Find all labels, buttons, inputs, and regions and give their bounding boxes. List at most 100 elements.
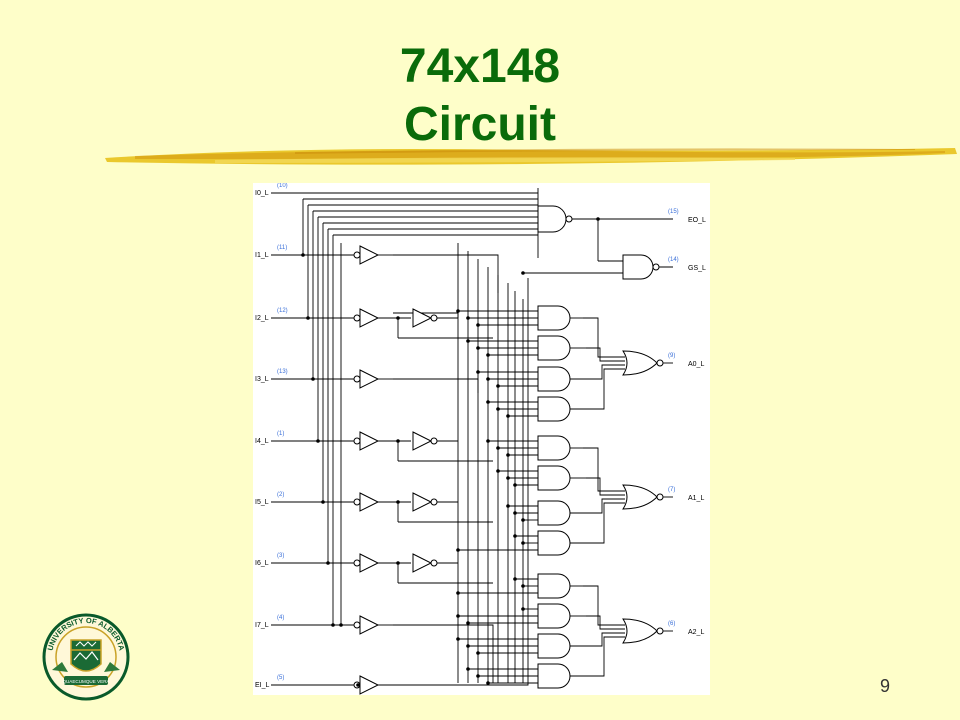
junction-dot bbox=[513, 534, 517, 538]
junction-dot bbox=[456, 591, 460, 595]
output-pin-number: (15) bbox=[668, 209, 679, 215]
and-gate bbox=[537, 573, 571, 599]
input-label-i2_l: I2_L bbox=[255, 315, 269, 322]
nor-gate bbox=[622, 350, 658, 376]
inverter-gate bbox=[359, 245, 380, 265]
input-label-i4_l: I4_L bbox=[255, 438, 269, 445]
university-crest-icon: UNIVERSITY OF ALBERTA QUAECUMQUE VERA bbox=[42, 613, 130, 701]
junction-dot bbox=[466, 667, 470, 671]
inverter-bubble bbox=[353, 559, 361, 567]
and-gate bbox=[537, 465, 571, 491]
junction-dot bbox=[466, 644, 470, 648]
inverter-gate bbox=[412, 553, 433, 573]
output-pin-number: (14) bbox=[668, 257, 679, 263]
junction-dot bbox=[513, 511, 517, 515]
page-number: 9 bbox=[880, 676, 891, 696]
inverter-bubble bbox=[353, 375, 361, 383]
input-pin-number: (5) bbox=[277, 675, 284, 681]
junction-dot bbox=[466, 316, 470, 320]
input-label-i7_l: I7_L bbox=[255, 622, 269, 629]
input-pin-number: (10) bbox=[277, 183, 288, 189]
nor-gate bbox=[622, 484, 658, 510]
nor-bubble bbox=[656, 493, 664, 501]
input-label-i6_l: I6_L bbox=[255, 560, 269, 567]
wire bbox=[586, 477, 625, 496]
junction-dot bbox=[396, 500, 400, 504]
inverter-gate bbox=[359, 553, 380, 573]
junction-dot bbox=[456, 548, 460, 552]
wire bbox=[592, 502, 625, 544]
inverter-bubble bbox=[430, 314, 438, 322]
input-label-i3_l: I3_L bbox=[255, 376, 269, 383]
output-label-a0_l: A0_L bbox=[688, 361, 704, 368]
inverter-bubble bbox=[430, 559, 438, 567]
junction-dot bbox=[456, 614, 460, 618]
output-label-gs: GS_L bbox=[688, 265, 706, 272]
and-gate bbox=[537, 603, 571, 629]
inverter-bubble bbox=[430, 437, 438, 445]
and-gate bbox=[537, 335, 571, 361]
inverter-gate bbox=[412, 492, 433, 512]
title-line-2: Circuit bbox=[403, 98, 556, 151]
and-gate bbox=[537, 500, 571, 526]
junction-dot bbox=[339, 623, 343, 627]
junction-dot bbox=[476, 346, 480, 350]
and-gate bbox=[537, 435, 571, 461]
inverter-bubble bbox=[353, 314, 361, 322]
junction-dot bbox=[513, 577, 517, 581]
junction-dot bbox=[596, 217, 600, 221]
junction-dot bbox=[456, 309, 460, 313]
junction-dot bbox=[311, 377, 315, 381]
junction-dot bbox=[316, 439, 320, 443]
junction-dot bbox=[506, 504, 510, 508]
circuit-diagram: I0_L(10)I1_L(11)I2_L(12)I3_L(13)I4_L(1)I… bbox=[253, 183, 710, 695]
wire bbox=[589, 632, 625, 647]
nand-bubble bbox=[652, 263, 660, 271]
junction-dot bbox=[496, 469, 500, 473]
and-gate bbox=[537, 633, 571, 659]
inverter-bubble bbox=[353, 437, 361, 445]
nand-gate bbox=[537, 205, 567, 233]
junction-dot bbox=[496, 446, 500, 450]
nor-bubble bbox=[656, 359, 664, 367]
junction-dot bbox=[476, 674, 480, 678]
inverter-bubble bbox=[353, 251, 361, 259]
inverter-gate bbox=[359, 675, 380, 695]
input-label-i1_l: I1_L bbox=[255, 252, 269, 259]
inverter-gate bbox=[359, 369, 380, 389]
output-pin-number: (6) bbox=[668, 621, 675, 627]
junction-dot bbox=[486, 377, 490, 381]
junction-dot bbox=[356, 683, 360, 687]
wire bbox=[586, 347, 625, 362]
wire bbox=[589, 364, 625, 380]
inverter-gate bbox=[359, 615, 380, 635]
and-gate bbox=[537, 396, 571, 422]
junction-dot bbox=[486, 439, 490, 443]
and-gate bbox=[537, 663, 571, 689]
junction-dot bbox=[396, 439, 400, 443]
inverter-gate bbox=[359, 308, 380, 328]
junction-dot bbox=[506, 414, 510, 418]
junction-dot bbox=[321, 500, 325, 504]
junction-dot bbox=[486, 681, 490, 685]
junction-dot bbox=[476, 370, 480, 374]
and-gate bbox=[537, 530, 571, 556]
junction-dot bbox=[521, 607, 525, 611]
junction-dot bbox=[396, 316, 400, 320]
input-label-ei_l: EI_L bbox=[255, 682, 270, 689]
junction-dot bbox=[521, 271, 525, 275]
junction-dot bbox=[486, 353, 490, 357]
inverter-gate bbox=[359, 431, 380, 451]
input-pin-number: (13) bbox=[277, 369, 288, 375]
junction-dot bbox=[466, 339, 470, 343]
nand-gate bbox=[622, 254, 654, 280]
inverter-gate bbox=[359, 492, 380, 512]
wire bbox=[378, 278, 529, 686]
logo-motto: QUAECUMQUE VERA bbox=[62, 679, 110, 684]
wire bbox=[393, 624, 494, 683]
wire bbox=[586, 615, 625, 630]
and-gate bbox=[537, 305, 571, 331]
output-label-a1_l: A1_L bbox=[688, 495, 704, 502]
wire bbox=[592, 636, 625, 677]
inverter-gate bbox=[412, 431, 433, 451]
